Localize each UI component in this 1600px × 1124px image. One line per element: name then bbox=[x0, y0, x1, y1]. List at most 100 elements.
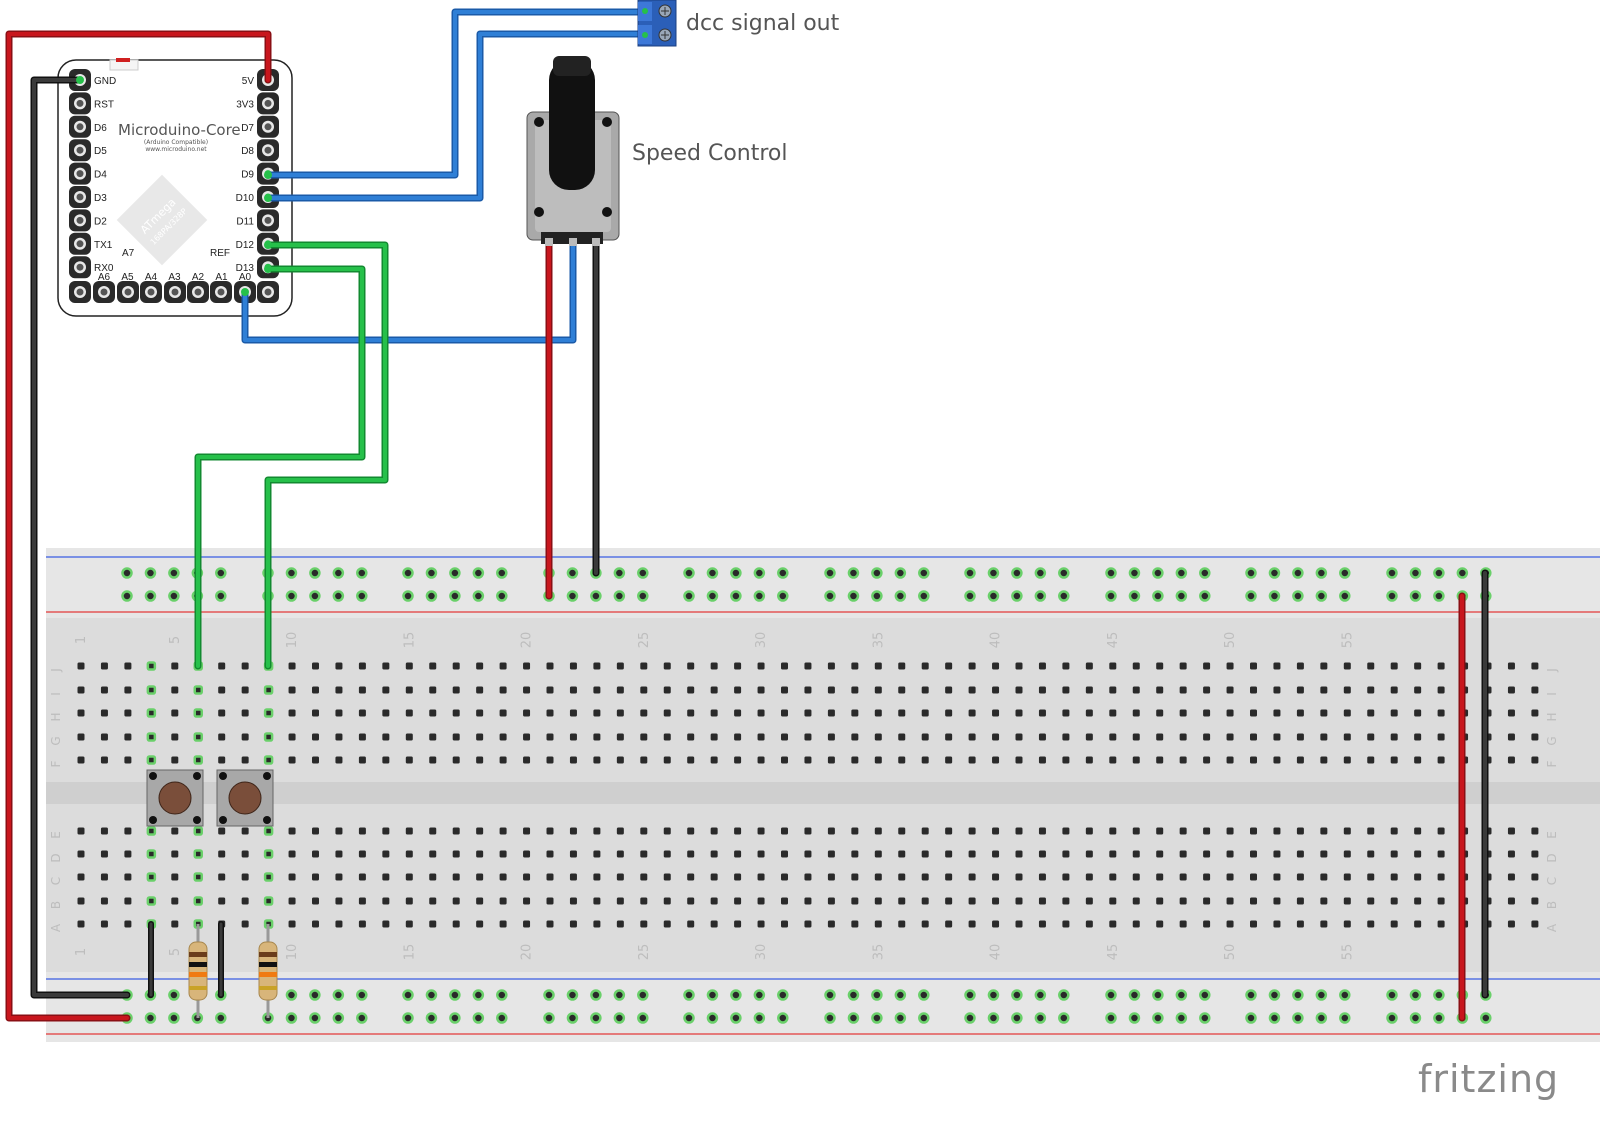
breadboard-hole bbox=[1296, 756, 1304, 764]
breadboard-hole bbox=[1343, 686, 1351, 694]
breadboard-hole bbox=[1367, 733, 1375, 741]
rail-hole bbox=[1105, 989, 1117, 1001]
breadboard-hole bbox=[1367, 756, 1375, 764]
breadboard-hole bbox=[1273, 897, 1281, 905]
breadboard-hole bbox=[687, 827, 695, 835]
breadboard-hole bbox=[616, 686, 624, 694]
breadboard-hole bbox=[1203, 662, 1211, 670]
rail-hole bbox=[987, 989, 1000, 1001]
breadboard-hole bbox=[1132, 756, 1140, 764]
breadboard-hole bbox=[992, 756, 1000, 764]
breadboard-hole bbox=[992, 686, 1000, 694]
rail-hole bbox=[215, 567, 227, 579]
breadboard-hole bbox=[804, 827, 812, 835]
rail-hole bbox=[1339, 590, 1351, 602]
breadboard-hole bbox=[241, 686, 249, 694]
pin-bottom-0 bbox=[69, 281, 91, 303]
breadboard-hole bbox=[1507, 897, 1515, 905]
breadboard-hole bbox=[968, 827, 976, 835]
rail-hole bbox=[332, 590, 345, 602]
breadboard-hole bbox=[1038, 850, 1046, 858]
rail-hole bbox=[613, 567, 626, 579]
breadboard-hole bbox=[898, 733, 906, 741]
breadboard-hole bbox=[827, 897, 835, 905]
rail-hole bbox=[706, 1012, 719, 1024]
breadboard-hole bbox=[1156, 897, 1164, 905]
breadboard-hole bbox=[452, 850, 460, 858]
breadboard-hole bbox=[546, 733, 554, 741]
breadboard-hole bbox=[241, 662, 249, 670]
breadboard-hole bbox=[312, 827, 319, 835]
breadboard-hole bbox=[1062, 827, 1070, 835]
breadboard-hole bbox=[263, 755, 274, 765]
breadboard-hole bbox=[898, 920, 906, 928]
breadboard-hole bbox=[405, 709, 413, 717]
breadboard-hole bbox=[546, 709, 554, 717]
breadboard-hole bbox=[1367, 709, 1375, 717]
rail-hole bbox=[1128, 590, 1141, 602]
breadboard-hole bbox=[734, 827, 742, 835]
breadboard-hole bbox=[358, 733, 366, 741]
breadboard-hole bbox=[1273, 850, 1281, 858]
breadboard-hole bbox=[781, 873, 788, 881]
breadboard-hole bbox=[288, 873, 296, 881]
breadboard-hole bbox=[781, 686, 788, 694]
breadboard-hole bbox=[1132, 733, 1140, 741]
breadboard-hole bbox=[663, 920, 671, 928]
pin-label-d10: D10 bbox=[236, 193, 255, 204]
rail-hole bbox=[1268, 590, 1281, 602]
rail-hole bbox=[894, 590, 907, 602]
rail-hole bbox=[1199, 989, 1211, 1001]
breadboard-hole bbox=[1156, 709, 1164, 717]
breadboard-hole bbox=[1320, 756, 1328, 764]
breadboard-hole bbox=[569, 662, 577, 670]
breadboard-hole bbox=[382, 733, 390, 741]
pin-label-ref: REF bbox=[210, 248, 230, 259]
breadboard-hole bbox=[358, 662, 366, 670]
breadboard-hole bbox=[146, 685, 157, 695]
breadboard-hole bbox=[1085, 709, 1093, 717]
breadboard-hole bbox=[499, 686, 507, 694]
breadboard-hole bbox=[1038, 733, 1046, 741]
rail-hole bbox=[449, 989, 461, 1001]
pin-label-3v3: 3V3 bbox=[236, 99, 254, 110]
pin-rx0 bbox=[69, 256, 91, 279]
breadboard-hole bbox=[1226, 873, 1234, 881]
rail-hole bbox=[1268, 1012, 1281, 1024]
breadboard-hole bbox=[1343, 662, 1351, 670]
wire-endpoints bbox=[76, 76, 272, 296]
row-letter-f: F bbox=[49, 760, 63, 767]
breadboard-hole bbox=[804, 662, 812, 670]
breadboard-hole bbox=[241, 709, 249, 717]
rail-hole bbox=[356, 590, 368, 602]
breadboard-hole bbox=[1226, 686, 1234, 694]
rail-hole bbox=[706, 989, 719, 1001]
breadboard-hole bbox=[263, 708, 274, 718]
pin-bottom-3 bbox=[140, 281, 162, 303]
breadboard-hole bbox=[992, 662, 1000, 670]
breadboard-hole bbox=[710, 897, 718, 905]
breadboard-hole bbox=[429, 709, 437, 717]
breadboard-hole bbox=[663, 756, 671, 764]
breadboard-hole bbox=[1273, 709, 1281, 717]
rail-hole bbox=[543, 1012, 555, 1024]
row-letter-j: J bbox=[1545, 668, 1559, 673]
breadboard-hole bbox=[640, 897, 648, 905]
breadboard-hole bbox=[288, 827, 296, 835]
breadboard-hole bbox=[1296, 897, 1304, 905]
breadboard-hole bbox=[593, 850, 601, 858]
breadboard-hole bbox=[874, 873, 882, 881]
breadboard-hole bbox=[1203, 850, 1211, 858]
rail-hole bbox=[285, 567, 298, 579]
breadboard-holes bbox=[77, 567, 1539, 1024]
breadboard-hole bbox=[1296, 662, 1304, 670]
breadboard-hole bbox=[1156, 920, 1164, 928]
breadboard-hole bbox=[218, 709, 226, 717]
breadboard-hole bbox=[1109, 920, 1117, 928]
column-number: 5 bbox=[168, 948, 183, 956]
breadboard-hole bbox=[874, 733, 882, 741]
breadboard-hole bbox=[77, 827, 85, 835]
rail-hole bbox=[987, 590, 1000, 602]
rail-hole bbox=[637, 989, 649, 1001]
breadboard-hole bbox=[1085, 920, 1093, 928]
